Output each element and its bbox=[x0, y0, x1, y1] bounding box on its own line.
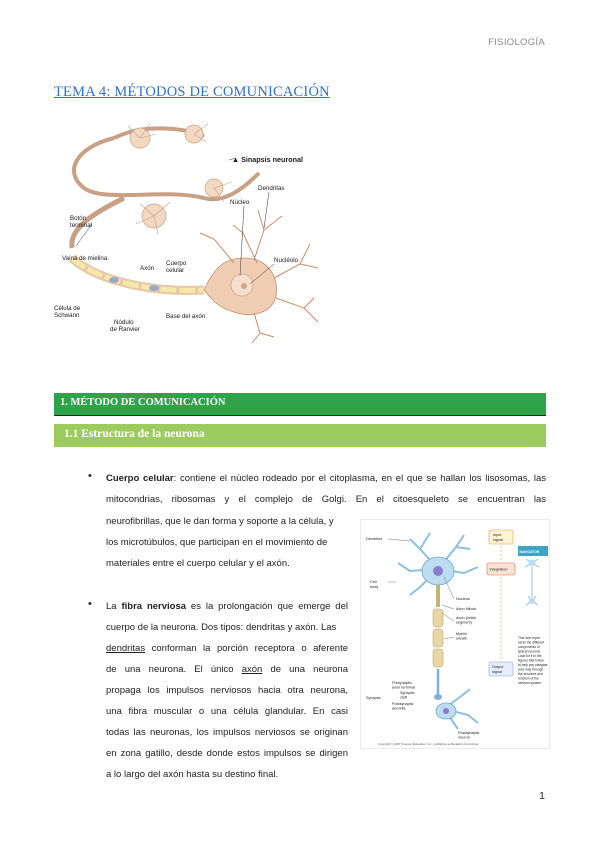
neuron-diagram: Dendrites Cell body Nucleus Axon hillock… bbox=[360, 519, 550, 749]
para2-line4: de una neurona. El único axón de una neu… bbox=[106, 664, 348, 675]
fig2-label-postneuron1: Postsynaptic bbox=[458, 731, 480, 735]
fig1-label-ranvier1: Nódulo bbox=[114, 319, 134, 326]
fig2-label-presyn2: axon terminal bbox=[392, 686, 415, 690]
fig2-label-output2: signal bbox=[492, 670, 502, 674]
fig2-label-presyn1: Presynaptic bbox=[392, 681, 412, 685]
bullet-icon: • bbox=[88, 598, 92, 610]
fig1-label-body2: celular bbox=[166, 267, 184, 274]
fig2-caption-5: Look for it in the bbox=[518, 654, 542, 658]
section-heading-1: 1. MÉTODO DE COMUNICACIÓN bbox=[54, 393, 546, 416]
fig2-label-navigator: NAVIGATOR bbox=[520, 550, 540, 554]
fig1-label-schwann1: Célula de bbox=[54, 305, 81, 312]
fig2-label-myelin1: Myelin bbox=[456, 632, 467, 636]
fig2-caption-2: sents the different bbox=[518, 641, 544, 645]
fig2-label-postden1: Postsynaptic bbox=[392, 702, 414, 706]
fig2-label-nucleus: Nucleus bbox=[456, 597, 470, 601]
para2-line3: dendritas conforman la porción receptora… bbox=[106, 643, 348, 654]
fig2-label-dendrites: Dendrites bbox=[366, 537, 382, 541]
page-number: 1 bbox=[539, 790, 545, 802]
fig2-caption-6: figures that follow bbox=[518, 659, 544, 663]
fig1-label-nucleus: Núcleo bbox=[230, 199, 250, 206]
bullet-icon: • bbox=[88, 470, 92, 482]
fig2-label-myelin2: sheath bbox=[456, 637, 467, 641]
fig1-label-axon: Axón bbox=[140, 265, 155, 272]
para2-line9: a lo largo del axón hasta su destino fin… bbox=[106, 769, 279, 780]
header-subject: FISIOLOGÍA bbox=[488, 37, 545, 48]
fig2-label-cellbody1: Cell bbox=[370, 580, 377, 584]
section-heading-1-1: 1.1 Estructura de la neurona bbox=[54, 424, 546, 447]
fig1-label-synapse: ▲ Sinapsis neuronal bbox=[232, 155, 303, 164]
neuron-illustration: ▲ Sinapsis neuronal Dendritas Núcleo Bot… bbox=[54, 123, 319, 344]
fig2-caption-11: nervous system. bbox=[518, 681, 542, 685]
para2-line6: una fibra muscular o una célula glandula… bbox=[106, 706, 348, 717]
fig1-label-dendrites: Dendritas bbox=[258, 185, 284, 192]
fig2-label-synapse: Synapse bbox=[366, 696, 381, 700]
para2-line1: La fibra nerviosa es la prolongación que… bbox=[106, 601, 348, 612]
para1-line5: materiales entre el cuerpo celular y el … bbox=[106, 558, 290, 569]
fig2-caption-4: typical neurons. bbox=[518, 650, 541, 654]
para1-line4: los microtúbulos, que participan en el m… bbox=[106, 537, 328, 548]
fig2-caption-1: This icon repre- bbox=[518, 636, 541, 640]
fig2-label-cellbody2: body bbox=[370, 585, 378, 589]
fig1-label-body1: Cuerpo bbox=[166, 260, 187, 267]
fig2-caption-10: function of the bbox=[518, 677, 539, 681]
fig2-label-output1: Output bbox=[492, 665, 504, 669]
fig2-label-integration: Integration bbox=[490, 568, 508, 572]
fig2-caption-7: to help you navigate bbox=[518, 663, 548, 667]
fig2-caption-9: the structure and bbox=[518, 672, 543, 676]
fig2-label-input2: signal bbox=[493, 538, 503, 542]
fig1-label-terminal1: Botón bbox=[70, 215, 87, 222]
fig2-label-postneuron2: neuron bbox=[458, 736, 470, 740]
para2-line7: todas las neuronas, los impulsos nervios… bbox=[106, 727, 348, 738]
para2-line8: en zona gatillo, desde donde estos impul… bbox=[106, 748, 348, 759]
fig1-label-ranvier2: de Ranvier bbox=[110, 326, 140, 333]
para1-line3: neurofibrillas, que le dan forma y sopor… bbox=[106, 516, 334, 527]
fig2-label-input1: Input bbox=[493, 533, 502, 537]
fig2-label-cleft1: Synaptic bbox=[400, 691, 415, 695]
fig2-label-postden2: dendrite bbox=[392, 707, 406, 711]
fig1-label-axonbase: Base del axón bbox=[166, 313, 206, 320]
page-title: TEMA 4: MÉTODOS DE COMUNICACIÓN bbox=[54, 84, 330, 100]
fig2-label-cleft2: cleft bbox=[400, 696, 408, 700]
fig1-label-myelin: Vaina de mielina bbox=[62, 255, 108, 262]
para2-line5: propaga los impulsos nerviosos hacia otr… bbox=[106, 685, 348, 696]
fig1-label-schwann2: Schwann bbox=[54, 312, 80, 319]
para2-line2: cuerpo de la neurona. Dos tipos: dendrit… bbox=[106, 622, 337, 633]
fig2-label-initial2: segment) bbox=[456, 621, 473, 625]
fig1-label-nucleolus: Nucléolo bbox=[274, 257, 299, 264]
section-heading-1-1-label: 1.1 Estructura de la neurona bbox=[64, 428, 205, 440]
fig2-copyright: Copyright © 2007 Pearson Education, Inc.… bbox=[378, 742, 479, 746]
fig1-label-terminal2: terminal bbox=[70, 222, 92, 229]
fig2-caption-3: components of bbox=[518, 645, 540, 649]
fig2-label-initial1: Axon (initial bbox=[456, 616, 476, 620]
para1-line2: mitocondrias, ribosomas y el complejo de… bbox=[106, 494, 546, 505]
fig2-label-hillock: Axon hillock bbox=[456, 607, 476, 611]
para1-line1: Cuerpo celular: contiene el núcleo rodea… bbox=[106, 473, 546, 484]
fig2-caption-8: your way through bbox=[518, 668, 543, 672]
section-heading-1-label: 1. MÉTODO DE COMUNICACIÓN bbox=[60, 397, 226, 408]
